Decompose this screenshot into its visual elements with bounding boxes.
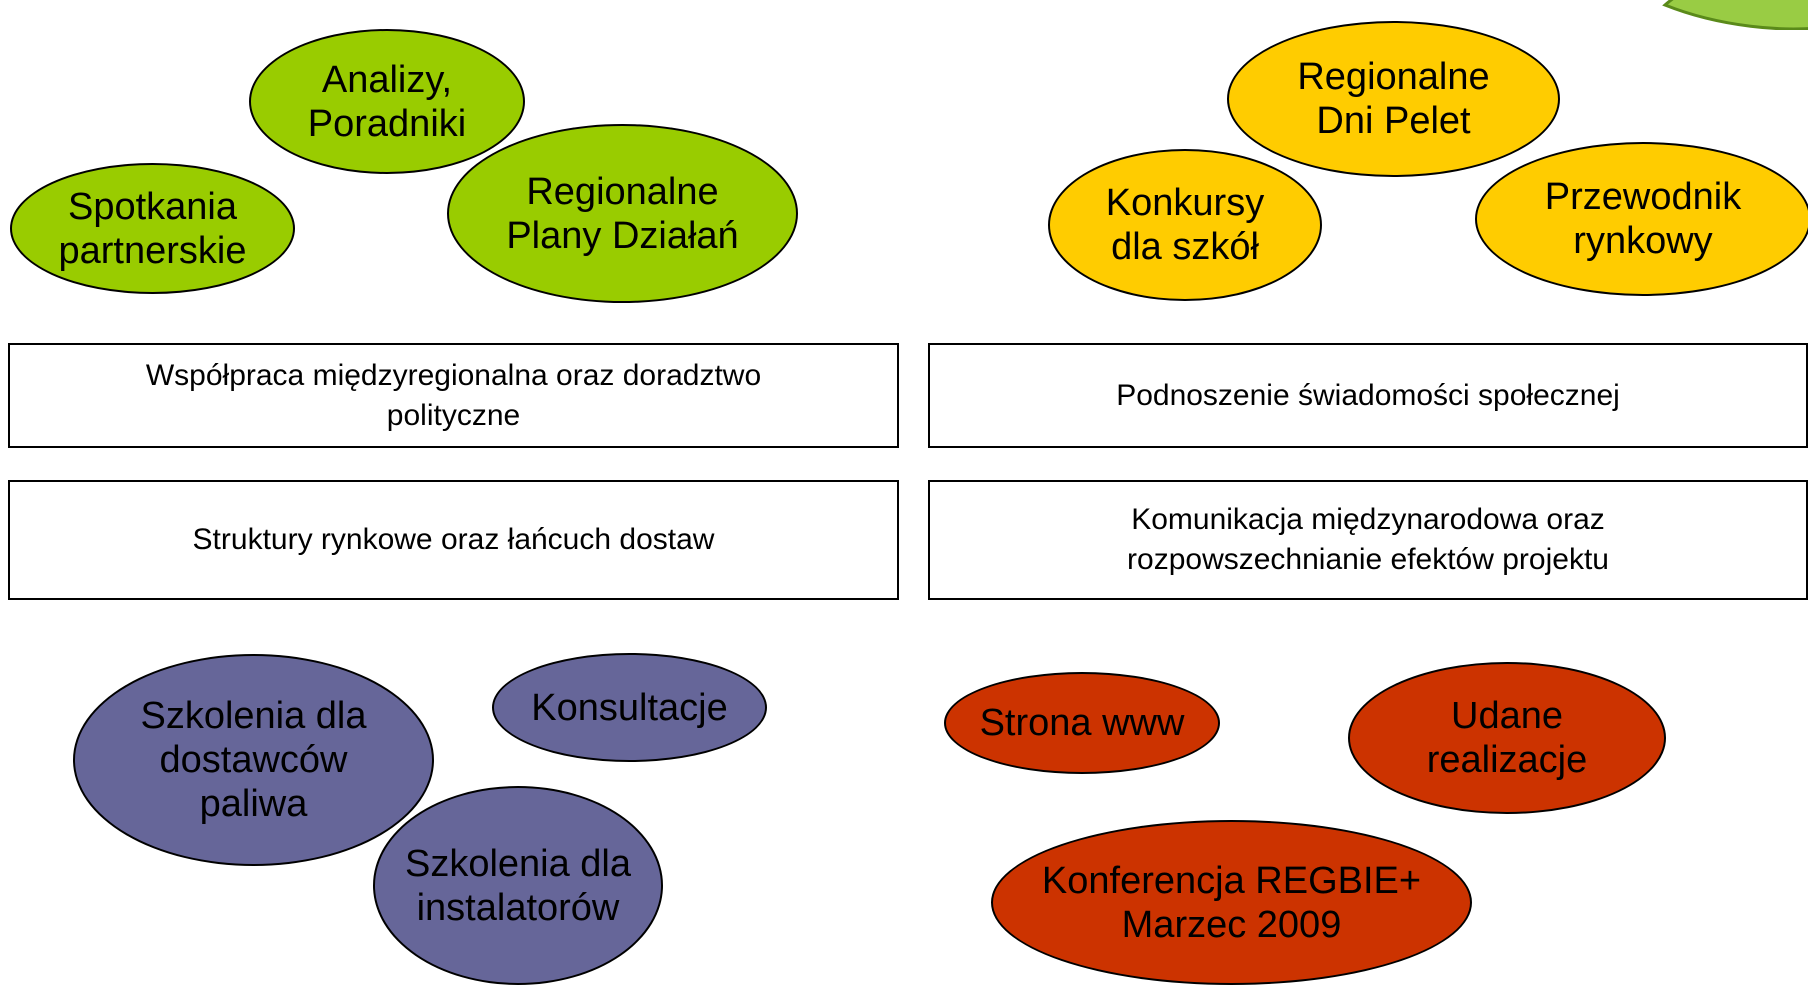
ellipse-label: Udane realizacje (1426, 695, 1588, 781)
ellipse-label: Analizy, Poradniki (307, 58, 467, 145)
ellipse-label: Spotkania partnerskie (58, 185, 247, 272)
ellipse-szkolenia-dostawcow-paliwa: Szkolenia dla dostawców paliwa (73, 654, 434, 866)
ellipse-szkolenia-instalatorow: Szkolenia dla instalatorów (373, 786, 663, 985)
box-komunikacja-miedzynarodowa: Komunikacja międzynarodowa oraz rozpowsz… (928, 480, 1808, 600)
ellipse-label: Regionalne Plany Działań (506, 170, 739, 257)
ellipse-label: Konferencja REGBIE+ Marzec 2009 (1041, 859, 1422, 946)
ellipse-konsultacje: Konsultacje (492, 653, 767, 762)
box-struktury-rynkowe: Struktury rynkowe oraz łańcuch dostaw (8, 480, 899, 600)
ellipse-label: Regionalne Dni Pelet (1297, 56, 1490, 142)
ellipse-spotkania-partnerskie: Spotkania partnerskie (10, 163, 295, 294)
box-label: Współpraca międzyregionalna oraz doradzt… (145, 358, 762, 432)
ellipse-analizy-poradniki: Analizy, Poradniki (249, 29, 525, 174)
leaf-decoration (1662, 0, 1808, 30)
ellipse-udane-realizacje: Udane realizacje (1348, 662, 1666, 814)
box-podnoszenie-swiadomosci: Podnoszenie świadomości społecznej (928, 343, 1808, 448)
ellipse-label: Konkursy dla szkół (1105, 182, 1265, 268)
ellipse-label: Szkolenia dla instalatorów (404, 842, 632, 929)
ellipse-strona-www: Strona www (944, 672, 1220, 774)
box-label: Struktury rynkowe oraz łańcuch dostaw (192, 523, 715, 556)
ellipse-regionalne-plany-dzialan: Regionalne Plany Działań (447, 124, 798, 303)
box-label: Komunikacja międzynarodowa oraz rozpowsz… (1127, 503, 1609, 576)
ellipse-label: Strona www (979, 702, 1185, 744)
ellipse-label: Konsultacje (531, 686, 728, 729)
ellipse-konferencja-regbie: Konferencja REGBIE+ Marzec 2009 (991, 820, 1472, 985)
ellipse-regionalne-dni-pelet: Regionalne Dni Pelet (1227, 21, 1560, 177)
box-wspolpraca-miedzyregionalna: Współpraca międzyregionalna oraz doradzt… (8, 343, 899, 448)
ellipse-konkursy-dla-szkol: Konkursy dla szkół (1048, 149, 1322, 301)
ellipse-przewodnik-rynkowy: Przewodnik rynkowy (1475, 142, 1808, 296)
ellipse-label: Przewodnik rynkowy (1544, 176, 1742, 262)
box-label: Podnoszenie świadomości społecznej (1116, 378, 1620, 412)
ellipse-label: Szkolenia dla dostawców paliwa (140, 695, 367, 825)
